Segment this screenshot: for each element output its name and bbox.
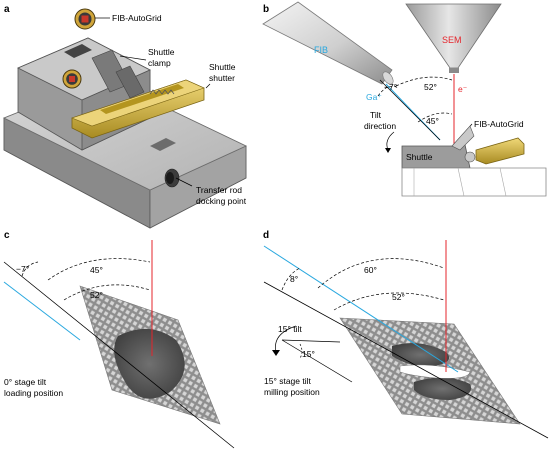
- panel-c-letter: c: [4, 230, 10, 241]
- label-shuttle-clamp-line1: Shuttle: [148, 47, 175, 57]
- sem-column: SEM: [405, 3, 502, 73]
- panel-c: c −7° 45° 52° 0° stage tilt loading posi…: [3, 230, 235, 449]
- stage-line-c: [3, 261, 235, 449]
- stage-normal-b: [379, 79, 441, 141]
- angle-45-c: 45°: [90, 265, 103, 275]
- autogrid-top-icon: [74, 8, 96, 30]
- lamella-d-lower: [414, 377, 472, 400]
- angle-minus7-c: −7°: [16, 264, 29, 274]
- lamella-c: [114, 328, 185, 399]
- panel-d-letter: d: [263, 230, 269, 241]
- label-transfer-rod-line2: docking point: [196, 196, 247, 206]
- tilt-wedge-d: [275, 325, 353, 383]
- label-shuttle-shutter-line2: shutter: [209, 73, 235, 83]
- tilt-arrow: [386, 131, 395, 151]
- angle-45-b: 45°: [426, 116, 439, 126]
- panel-a-letter: a: [4, 4, 10, 15]
- label-fib-autogrid-b: FIB-AutoGrid: [474, 119, 524, 129]
- panel-a: a: [3, 4, 247, 229]
- angle-15-d: 15°: [302, 349, 315, 359]
- label-loading-position: loading position: [4, 388, 63, 398]
- angle-52-c: 52°: [90, 290, 103, 300]
- label-milling-position: milling position: [264, 387, 320, 397]
- label-fib: FIB: [314, 45, 328, 55]
- label-tilt-line2: direction: [364, 121, 396, 131]
- label-shuttle-shutter-line1: Shuttle: [209, 62, 236, 72]
- angle-52-d: 52°: [392, 292, 405, 302]
- shuttle-holder-drawing: [3, 37, 247, 229]
- label-fib-autogrid-a: FIB-AutoGrid: [112, 13, 162, 23]
- angle-minus7-b: −7°: [384, 82, 397, 92]
- angle-52-b: 52°: [424, 82, 437, 92]
- label-shuttle-clamp-line2: clamp: [148, 58, 171, 68]
- panel-d: d 8° 60° 52° 15° tilt 15° 15° stage til: [263, 230, 549, 439]
- label-ga: Ga⁺: [366, 92, 382, 102]
- label-0-stage-tilt: 0° stage tilt: [4, 377, 47, 387]
- angle-8-d: 8°: [290, 274, 298, 284]
- shuttle-b-drawing: [401, 125, 547, 197]
- label-electron: e⁻: [458, 84, 468, 94]
- label-shuttle-b: Shuttle: [406, 152, 433, 162]
- ion-beam-c: [3, 281, 81, 341]
- label-transfer-rod-line1: Transfer rod: [196, 185, 242, 195]
- panel-b: b FIB SEM Ga⁺ e⁻ −7° 52° 45° Tilt direct: [262, 1, 547, 197]
- fib-column: FIB: [262, 1, 394, 85]
- label-tilt-line1: Tilt: [370, 110, 382, 120]
- ion-beam-d: [263, 245, 459, 373]
- autogrid-mounted-icon: [62, 69, 82, 89]
- panel-b-letter: b: [263, 4, 269, 15]
- angle-60-d: 60°: [364, 265, 377, 275]
- label-15-tilt: 15° tilt: [278, 324, 302, 334]
- label-sem: SEM: [442, 35, 462, 45]
- stage-line-d: [263, 281, 549, 439]
- label-15-stage-tilt: 15° stage tilt: [264, 376, 312, 386]
